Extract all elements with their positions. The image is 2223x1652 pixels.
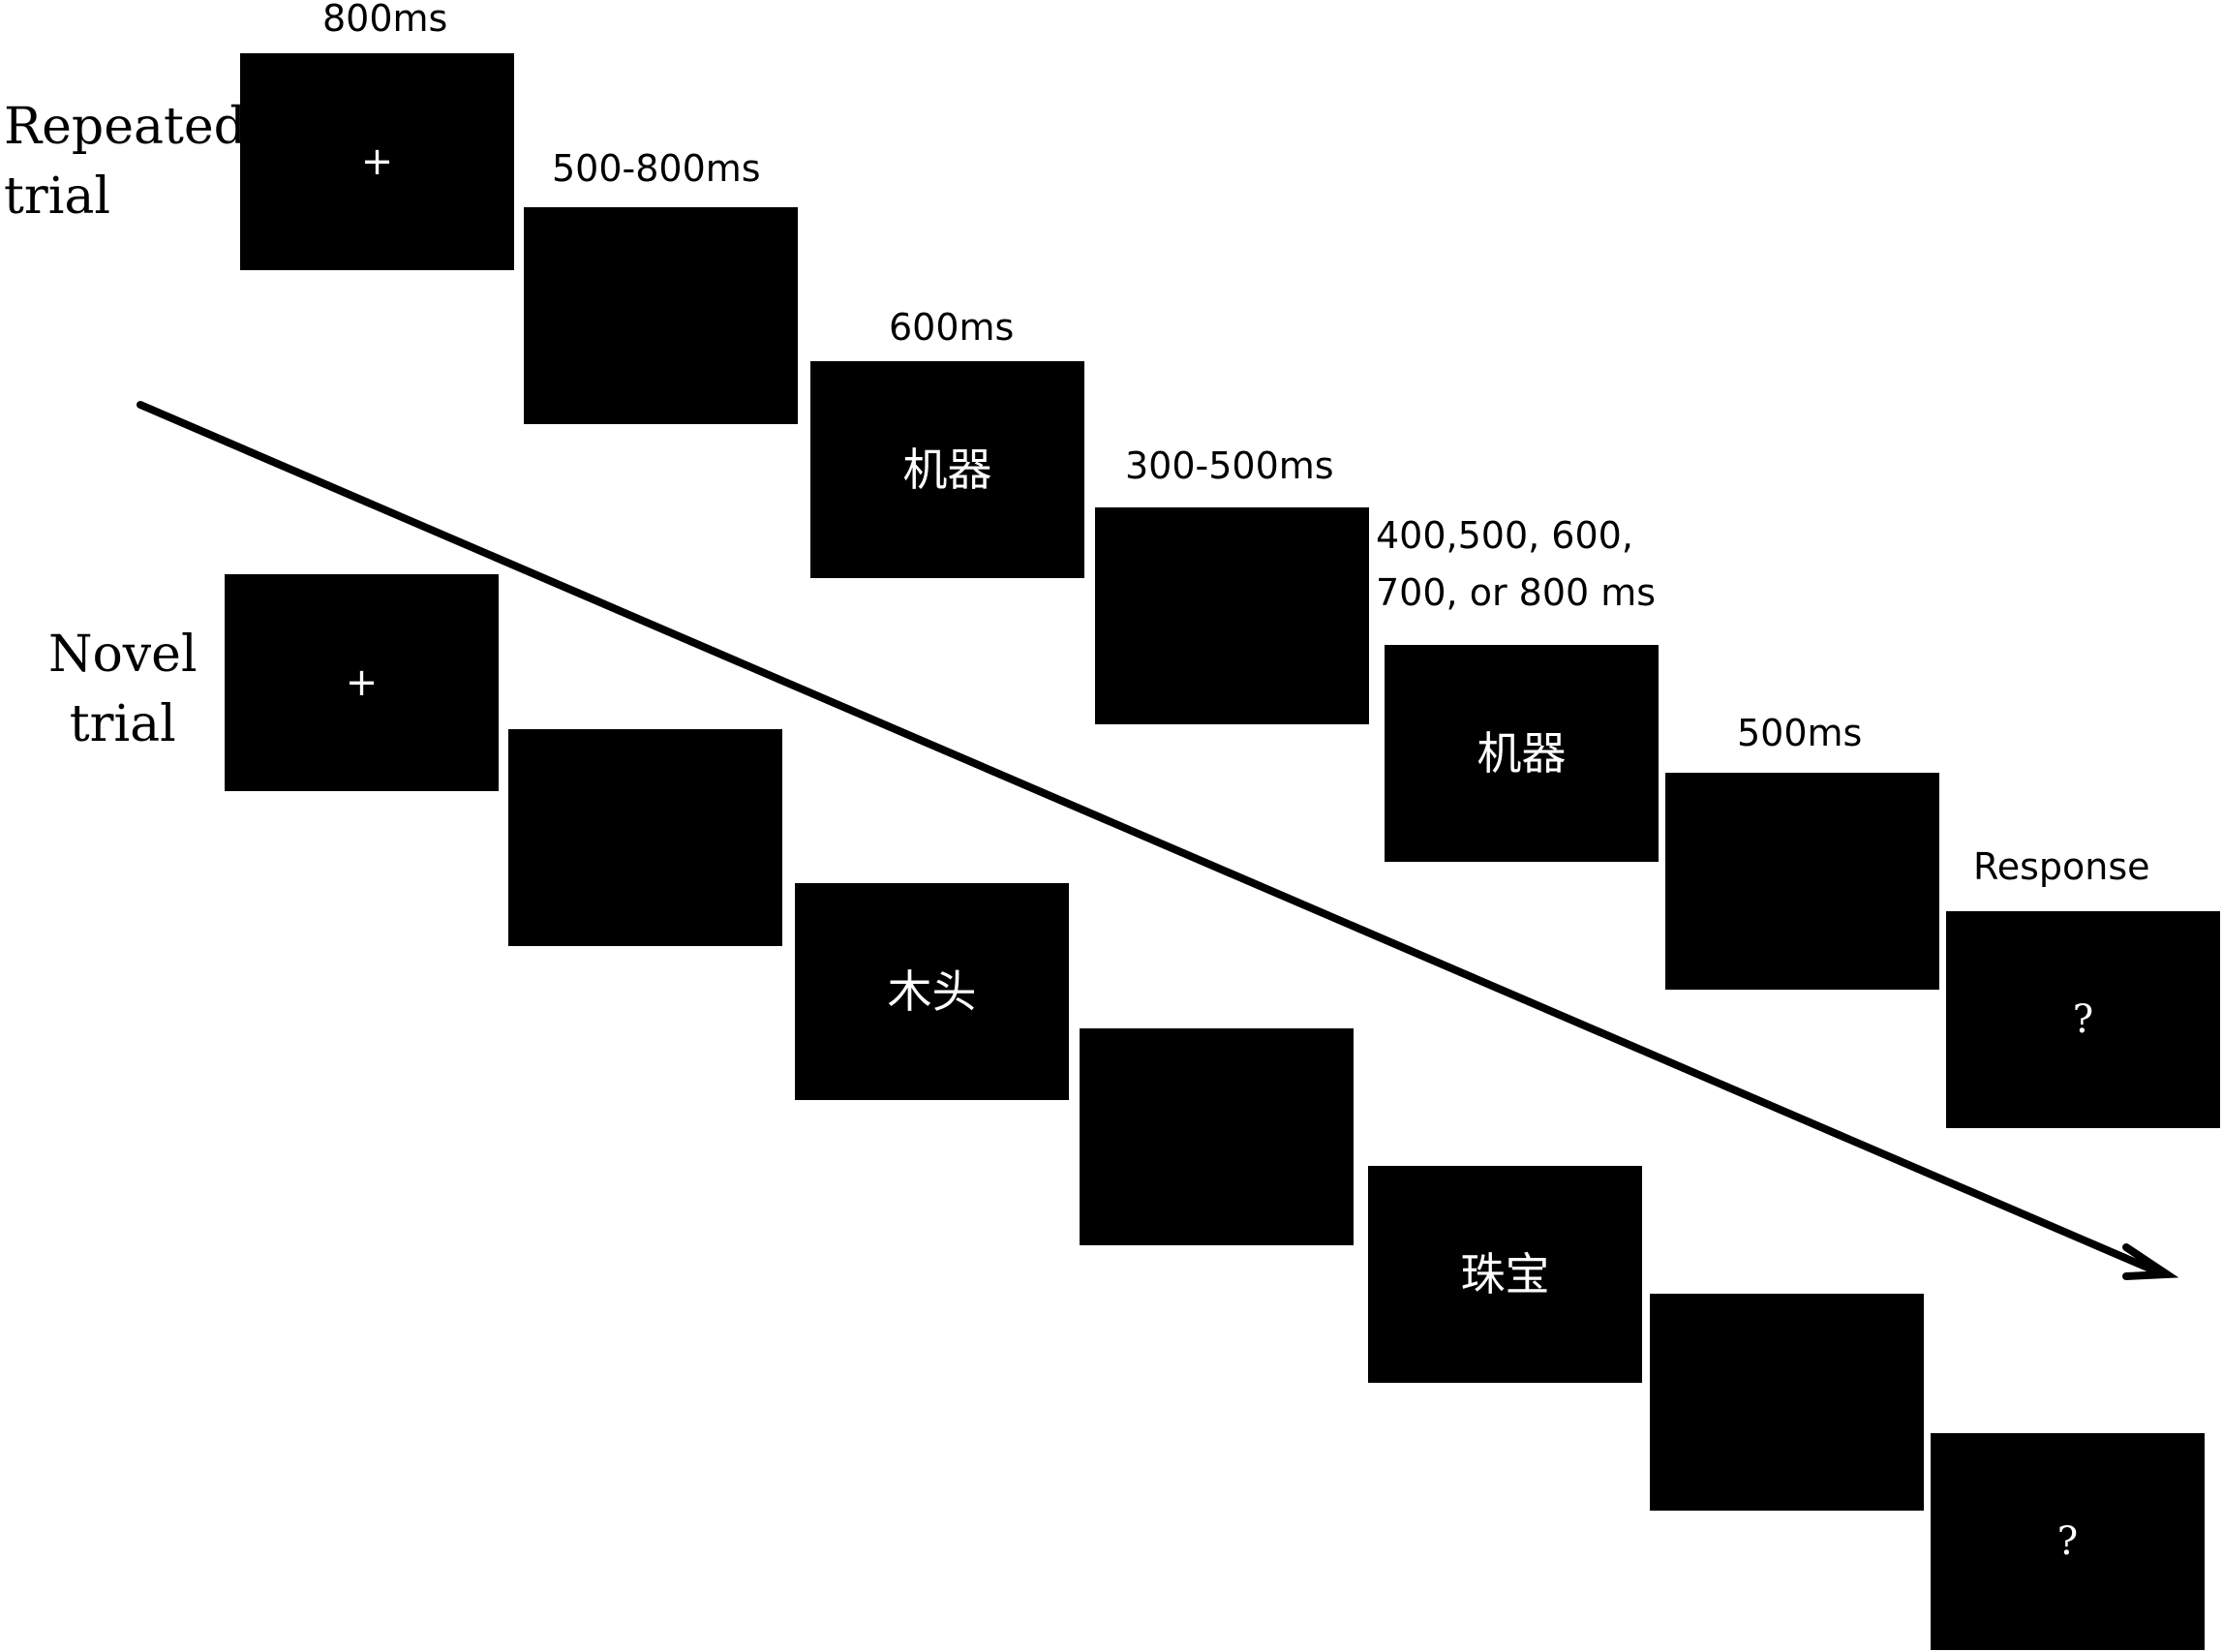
duration-prime: 600ms (889, 306, 1015, 349)
novel-blank-screen-2 (1080, 1028, 1354, 1245)
novel-blank-screen-3 (1650, 1294, 1924, 1511)
time-arrow-shaft (137, 401, 2165, 1277)
repeated-response-prompt: ? (2072, 997, 2094, 1042)
novel-prime-word: 木头 (887, 965, 977, 1018)
repeated-trial-label-line1: Repeated (4, 98, 246, 156)
novel-response-prompt: ? (2056, 1519, 2079, 1564)
repeated-blank-screen-2 (1095, 507, 1369, 724)
novel-fixation-screen: + (225, 574, 499, 791)
repeated-prime-screen: 机器 (810, 361, 1084, 578)
fixation-cross: + (345, 660, 379, 705)
fixation-cross: + (360, 139, 394, 184)
repeated-target-screen: 机器 (1385, 645, 1659, 862)
repeated-blank-screen-3 (1665, 773, 1939, 990)
repeated-trial-label: Repeated trial (4, 92, 246, 231)
duration-target: 400,500, 600, 700, or 800 ms (1376, 507, 1656, 622)
duration-target-line1: 400,500, 600, (1376, 514, 1633, 557)
duration-blank3: 500ms (1737, 712, 1863, 754)
novel-trial-label: Novel trial (48, 620, 198, 759)
duration-blank2: 300-500ms (1125, 444, 1334, 487)
duration-blank1: 500-800ms (552, 147, 761, 190)
novel-target-screen: 珠宝 (1368, 1166, 1642, 1383)
duration-response: Response (1973, 845, 2150, 888)
repeated-response-screen: ? (1946, 911, 2220, 1128)
repeated-prime-word: 机器 (902, 444, 992, 496)
repeated-fixation-screen: + (240, 53, 514, 270)
repeated-blank-screen-1 (524, 207, 798, 424)
time-arrow-head (2122, 1243, 2179, 1280)
novel-trial-label-line1: Novel (48, 626, 198, 684)
novel-response-screen: ? (1931, 1433, 2205, 1650)
duration-fixation: 800ms (322, 0, 448, 40)
repeated-trial-label-line2: trial (4, 168, 111, 226)
repeated-target-word: 机器 (1477, 727, 1567, 780)
novel-trial-label-line2: trial (69, 695, 176, 753)
novel-target-word: 珠宝 (1460, 1248, 1550, 1300)
duration-target-line2: 700, or 800 ms (1376, 571, 1657, 614)
novel-prime-screen: 木头 (795, 883, 1069, 1100)
novel-blank-screen-1 (508, 729, 782, 946)
